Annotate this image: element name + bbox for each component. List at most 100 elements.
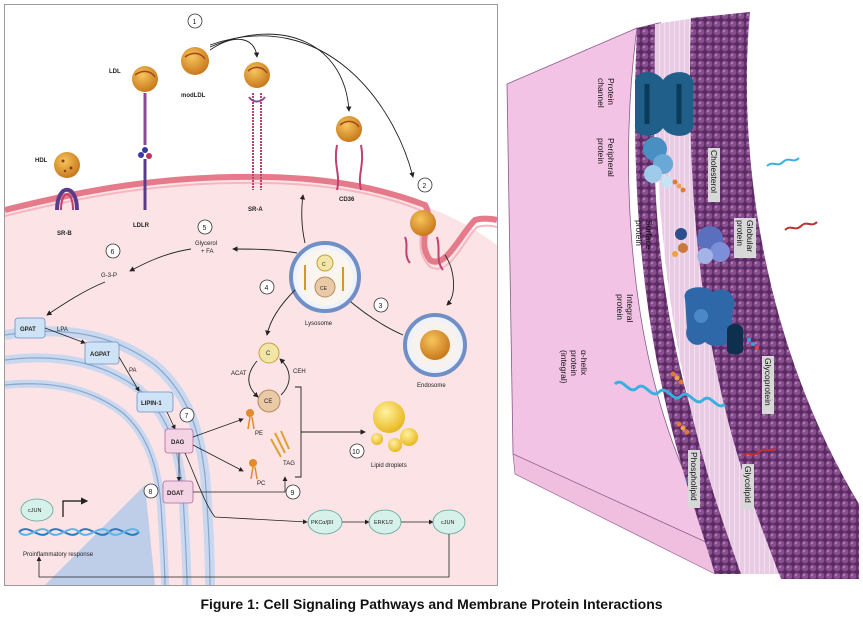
sra-particle [244, 62, 270, 88]
label-peripheral-protein: Peripheral protein [596, 138, 616, 177]
ceh-label: CEH [293, 369, 306, 375]
protein-channel [634, 72, 694, 136]
erk-node: ERK1/2 [374, 520, 393, 526]
step-6: 6 [111, 249, 115, 256]
cjun-left-node: cJUN [28, 508, 41, 514]
integral-protein [684, 287, 735, 347]
lipid-droplets [371, 401, 418, 452]
step-4: 4 [265, 285, 269, 292]
step-3: 3 [379, 303, 383, 310]
endosome-label: Endosome [417, 383, 446, 389]
hdl-label: HDL [35, 158, 48, 164]
cjun-right-node: cJUN [441, 520, 454, 526]
svg-text:protein: protein [615, 294, 625, 320]
agpat-node: AGPAT [90, 352, 110, 358]
figure-caption: Figure 1: Cell Signaling Pathways and Me… [200, 596, 663, 612]
label-protein-channel: Protein channel [596, 78, 616, 108]
step-9: 9 [291, 490, 295, 497]
ce-node: CE [264, 399, 272, 405]
sra-receptor [252, 93, 262, 190]
step-7: 7 [185, 413, 189, 420]
c-node: C [266, 351, 271, 357]
lysosome [289, 241, 361, 313]
svg-text:Phospholipid: Phospholipid [689, 452, 699, 501]
step-1: 1 [193, 19, 197, 26]
svg-text:Glycolipid: Glycolipid [743, 466, 753, 503]
label-cholesterol: Cholesterol [708, 148, 720, 202]
fa-label: + FA [201, 249, 214, 255]
cytoplasm [5, 176, 497, 585]
cd36-particle [336, 116, 362, 142]
ldl-particle [132, 66, 158, 92]
svg-text:α-helix: α-helix [579, 350, 589, 376]
ldlr-label: LDLR [133, 223, 150, 229]
dna-helix [18, 528, 140, 536]
g3p-label: G-3-P [101, 273, 117, 279]
glycerol-label: Glycerol [195, 241, 217, 247]
cell-signaling-panel: HDL SR-B LDL LDLR 1 modLDL SR-A CD36 2 [4, 4, 498, 586]
pa-label: PA [129, 368, 137, 374]
label-phospholipid: Phospholipid [688, 450, 700, 508]
label-globular-protein: Globular protein [734, 218, 756, 258]
pe-label: PE [255, 431, 263, 437]
svg-text:protein: protein [569, 350, 579, 376]
peripheral-protein [643, 137, 673, 188]
svg-text:Globular: Globular [745, 220, 755, 252]
membrane-slab [506, 27, 711, 545]
gpat-node: GPAT [20, 327, 36, 333]
svg-text:Peripheral: Peripheral [606, 138, 616, 177]
lpa-label: LPA [57, 327, 68, 333]
pc-label: PC [257, 481, 266, 487]
pkc-node: PKCα/βII [311, 520, 334, 526]
modldl-label: modLDL [181, 93, 206, 99]
ldl-label: LDL [109, 69, 121, 75]
srb-receptor [55, 188, 79, 211]
modldl-particle [181, 47, 209, 75]
endoplasmic-reticulum [5, 326, 215, 585]
cd36-label: CD36 [339, 197, 355, 203]
svg-text:(integral): (integral) [559, 350, 569, 384]
svg-text:Glycoprotein: Glycoprotein [763, 358, 773, 406]
svg-text:Surface: Surface [644, 220, 654, 250]
surface-protein [672, 228, 688, 257]
label-glycolipid: Glycolipid [742, 464, 754, 510]
srb-label: SR-B [57, 231, 72, 237]
lipin-node: LIPIN-1 [141, 401, 162, 407]
pc-molecule [249, 459, 258, 480]
lipid-droplets-label: Lipid droplets [371, 463, 407, 469]
pe-molecule [246, 409, 255, 430]
proinflammatory-label: Proinflammatory response [23, 552, 94, 558]
dgat-node: DGAT [167, 491, 184, 497]
tag-label: TAG [283, 461, 295, 467]
plasma-membrane [5, 173, 497, 265]
svg-text:protein: protein [735, 220, 745, 246]
endosome [403, 313, 467, 377]
alpha-helix-protein [613, 380, 727, 408]
step-10: 10 [352, 449, 360, 456]
membrane-panel: Protein channel Peripheral protein Chole… [505, 4, 859, 584]
cholesterol-molecules [670, 179, 690, 435]
label-integral-protein: Integral protein [615, 294, 635, 322]
dag-node: DAG [171, 440, 185, 446]
cd36-receptor [334, 144, 364, 191]
step-5: 5 [203, 225, 207, 232]
lysosome-c: C [322, 262, 326, 268]
internalizing-particle [410, 210, 436, 236]
lysosome-ce: CE [320, 286, 328, 292]
svg-text:channel: channel [596, 78, 606, 108]
membrane-diagram: Protein channel Peripheral protein Chole… [506, 12, 859, 579]
tag-molecule [270, 430, 290, 458]
label-surface-protein: Surface protein [634, 220, 654, 250]
label-glycoprotein: Glycoprotein [762, 356, 774, 414]
step-8: 8 [149, 489, 153, 496]
glycolipid-chain [742, 447, 776, 457]
sra-label: SR-A [248, 207, 263, 213]
svg-text:Integral: Integral [625, 294, 635, 322]
cell-signaling-diagram: HDL SR-B LDL LDLR 1 modLDL SR-A CD36 2 [5, 13, 497, 585]
acat-label: ACAT [231, 371, 247, 377]
svg-text:Protein: Protein [606, 78, 616, 105]
svg-text:Cholesterol: Cholesterol [709, 150, 719, 193]
globular-protein [697, 226, 730, 264]
svg-text:protein: protein [634, 220, 644, 246]
lipid-tails [654, 18, 785, 574]
